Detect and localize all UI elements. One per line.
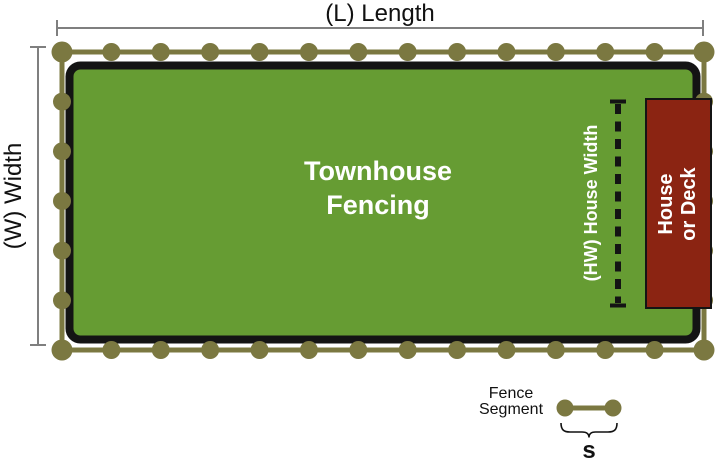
legend-label: Fence Segment [478, 385, 544, 418]
fence-post [53, 291, 71, 310]
fence-post [349, 43, 368, 61]
fence-post [102, 43, 121, 61]
fence-post [250, 43, 269, 61]
fence-post [448, 43, 467, 61]
length-dimension-label: (L) Length [325, 0, 435, 27]
segment-length-symbol: s [582, 437, 596, 464]
fence-post [596, 43, 615, 61]
width-dimension-line [30, 46, 46, 346]
fence-post [53, 92, 71, 111]
fence-post [201, 43, 220, 61]
yard-label: Townhouse Fencing [304, 156, 452, 220]
house-rect [645, 98, 712, 309]
fence-post [596, 341, 615, 359]
length-dimension-line [56, 20, 704, 36]
fence-post [102, 341, 121, 359]
fence-post [299, 43, 318, 61]
width-dimension-label: (W) Width [0, 142, 27, 250]
house-width-dashed-line [610, 99, 626, 308]
house-width-label: (HW) House Width [581, 124, 601, 282]
fence-post [398, 43, 417, 61]
fence-post [645, 43, 664, 61]
fence-post [151, 341, 170, 359]
fence-post [546, 43, 565, 61]
fence-post [398, 341, 417, 359]
segment-length-brace [560, 422, 618, 438]
fence-post [51, 41, 73, 63]
legend-fence-segment-icon [556, 399, 622, 417]
fence-post [693, 41, 715, 63]
fence-post [349, 341, 368, 359]
fence-post [645, 341, 664, 359]
fence-post [53, 192, 71, 210]
fence-post [693, 339, 715, 361]
fence-post [53, 241, 71, 260]
fence-post [250, 341, 269, 359]
fence-post [299, 341, 318, 359]
house-label: House or Deck [655, 167, 700, 241]
fence-post [497, 341, 516, 359]
fence-post [546, 341, 565, 359]
fence-post [201, 341, 220, 359]
fence-post [53, 142, 71, 161]
fence-post [497, 43, 516, 61]
fence-post [448, 341, 467, 359]
fence-post [151, 43, 170, 61]
fence-post [51, 339, 73, 361]
